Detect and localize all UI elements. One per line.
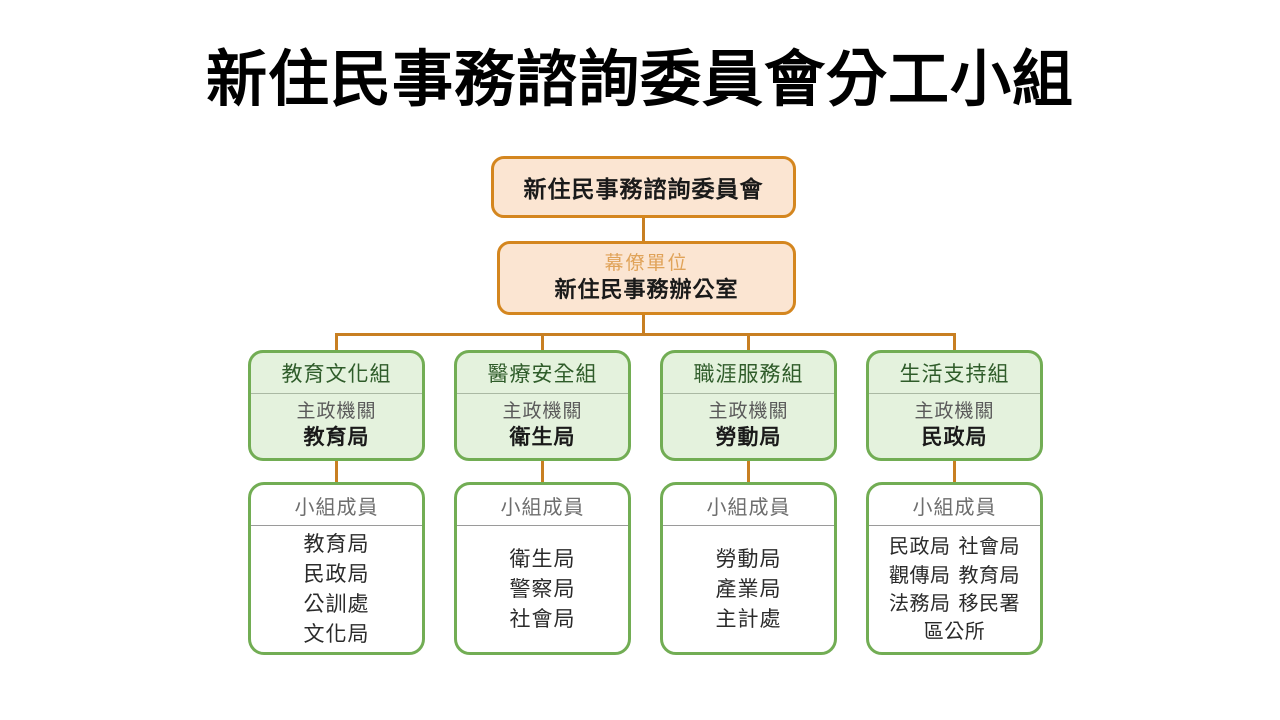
connector-horizontal-bus [335, 333, 956, 336]
member-row: 衛生局 [510, 545, 576, 575]
connector-drop-group-2 [541, 333, 544, 350]
node-members-career-service[interactable]: 小組成員 勞動局產業局主計處 [660, 482, 837, 655]
lead-agency-caption: 主政機關 [708, 401, 789, 423]
lead-agency-name: 勞動局 [715, 426, 782, 450]
member-row: 文化局 [304, 620, 370, 650]
members-caption: 小組成員 [251, 485, 422, 526]
group-body: 主政機關 教育局 [251, 394, 422, 458]
node-staff-unit[interactable]: 幕僚單位 新住民事務辦公室 [497, 241, 796, 315]
node-committee[interactable]: 新住民事務諮詢委員會 [491, 156, 796, 218]
member-row: 產業局 [716, 575, 782, 605]
member-agency: 民政局 [889, 536, 951, 559]
member-row: 社會局 [510, 605, 576, 635]
member-agency: 勞動局 [715, 548, 782, 572]
member-agency: 社會局 [958, 536, 1020, 559]
members-caption: 小組成員 [457, 485, 628, 526]
member-agency: 警察局 [509, 578, 576, 602]
staff-unit-name: 新住民事務辦公室 [554, 276, 739, 302]
member-agency: 產業局 [715, 578, 782, 602]
node-group-medical-safety[interactable]: 醫療安全組 主政機關 衛生局 [454, 350, 631, 461]
member-row: 觀傳局教育局 [889, 562, 1020, 590]
members-caption: 小組成員 [663, 485, 834, 526]
member-row: 主計處 [716, 605, 782, 635]
node-group-career-service[interactable]: 職涯服務組 主政機關 勞動局 [660, 350, 837, 461]
group-name: 職涯服務組 [663, 353, 834, 394]
connector-group-2-to-members [541, 461, 544, 482]
member-row: 警察局 [510, 575, 576, 605]
member-agency: 教育局 [958, 564, 1020, 587]
group-name: 生活支持組 [869, 353, 1040, 394]
member-row: 區公所 [924, 618, 986, 646]
member-row: 教育局 [304, 530, 370, 560]
lead-agency-caption: 主政機關 [296, 401, 377, 423]
lead-agency-caption: 主政機關 [502, 401, 583, 423]
lead-agency-name: 衛生局 [509, 426, 576, 450]
member-agency: 移民署 [958, 593, 1020, 615]
member-row: 民政局 [304, 560, 370, 590]
connector-drop-group-4 [953, 333, 956, 350]
node-members-education-culture[interactable]: 小組成員 教育局民政局公訓處文化局 [248, 482, 425, 655]
member-agency: 衛生局 [509, 548, 576, 572]
members-list: 教育局民政局公訓處文化局 [251, 526, 422, 652]
member-agency: 區公所 [923, 621, 986, 644]
lead-agency-caption: 主政機關 [914, 401, 995, 423]
node-group-life-support[interactable]: 生活支持組 主政機關 民政局 [866, 350, 1043, 461]
page-title: 新住民事務諮詢委員會分工小組 [205, 45, 1074, 113]
member-agency: 文化局 [303, 622, 370, 646]
member-row: 公訓處 [304, 590, 370, 620]
member-agency: 教育局 [303, 533, 370, 557]
committee-label: 新住民事務諮詢委員會 [523, 176, 764, 202]
group-body: 主政機關 勞動局 [663, 394, 834, 458]
member-agency: 民政局 [303, 563, 370, 587]
node-members-medical-safety[interactable]: 小組成員 衛生局警察局社會局 [454, 482, 631, 655]
member-agency: 觀傳局 [889, 564, 951, 587]
member-agency: 社會局 [509, 607, 576, 631]
lead-agency-name: 教育局 [303, 426, 370, 450]
staff-unit-caption: 幕僚單位 [604, 252, 689, 274]
member-row: 法務局移民署 [889, 590, 1020, 618]
member-agency: 公訓處 [303, 593, 370, 616]
connector-group-1-to-members [335, 461, 338, 482]
lead-agency-name: 民政局 [921, 426, 988, 450]
member-row: 民政局社會局 [889, 533, 1020, 561]
group-body: 主政機關 民政局 [869, 394, 1040, 458]
group-body: 主政機關 衛生局 [457, 394, 628, 458]
node-members-life-support[interactable]: 小組成員 民政局社會局觀傳局教育局法務局移民署區公所 [866, 482, 1043, 655]
member-agency: 法務局 [889, 593, 951, 615]
connector-committee-to-staff [642, 218, 645, 241]
member-row: 勞動局 [716, 545, 782, 575]
group-name: 教育文化組 [251, 353, 422, 394]
members-list: 勞動局產業局主計處 [663, 526, 834, 652]
connector-drop-group-3 [747, 333, 750, 350]
connector-staff-to-bus [642, 315, 645, 335]
members-list: 衛生局警察局社會局 [457, 526, 628, 652]
node-group-education-culture[interactable]: 教育文化組 主政機關 教育局 [248, 350, 425, 461]
connector-group-3-to-members [747, 461, 750, 482]
connector-drop-group-1 [335, 333, 338, 350]
connector-group-4-to-members [953, 461, 956, 482]
group-name: 醫療安全組 [457, 353, 628, 394]
members-list: 民政局社會局觀傳局教育局法務局移民署區公所 [869, 526, 1040, 652]
members-caption: 小組成員 [869, 485, 1040, 526]
member-agency: 主計處 [715, 607, 782, 631]
